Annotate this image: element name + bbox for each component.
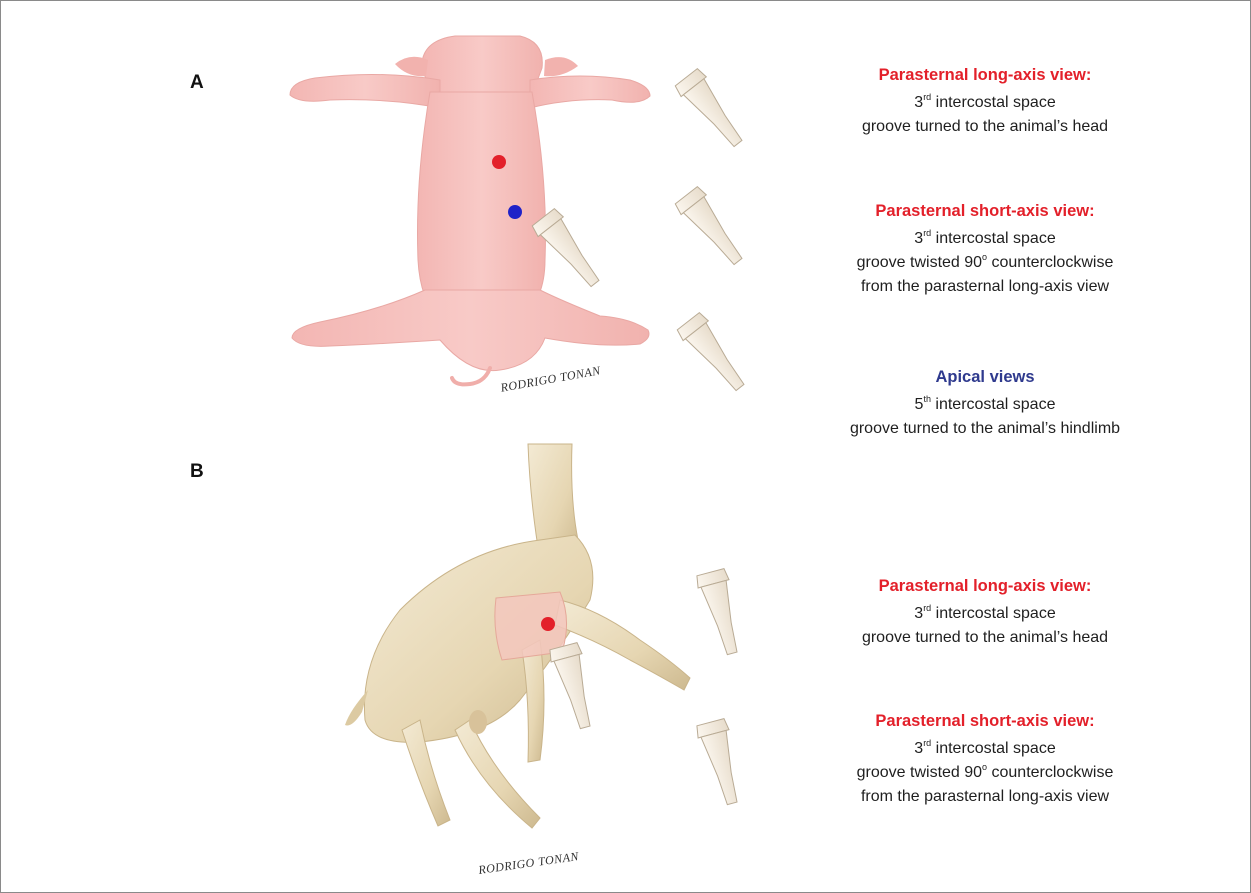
view-line: from the parasternal long-axis view — [795, 275, 1175, 299]
view-title: Parasternal long-axis view: — [795, 574, 1175, 598]
view-line: 3rd intercostal space — [795, 602, 1175, 626]
view-line: groove twisted 90o counterclockwise — [795, 251, 1175, 275]
goat-illustration — [345, 444, 690, 828]
probe-short-axis-b — [695, 718, 748, 807]
view-line: 3rd intercostal space — [795, 737, 1175, 761]
view-block-b-long-axis: Parasternal long-axis view: 3rd intercos… — [795, 574, 1175, 650]
view-title: Parasternal short-axis view: — [795, 199, 1175, 223]
probe-window-b — [548, 642, 601, 731]
view-block-a-short-axis: Parasternal short-axis view: 3rd interco… — [795, 199, 1175, 299]
probe-long-axis-a — [674, 67, 751, 153]
red-marker-pig — [492, 155, 506, 169]
view-line: 3rd intercostal space — [795, 91, 1175, 115]
probe-apical-side-a — [676, 311, 753, 397]
pig-illustration — [290, 36, 650, 384]
view-line: 5th intercostal space — [795, 393, 1175, 417]
probe-short-axis-a — [674, 185, 751, 271]
view-block-a-apical: Apical views 5th intercostal space groov… — [795, 365, 1175, 441]
view-line: groove turned to the animal’s head — [795, 626, 1175, 650]
view-title: Parasternal long-axis view: — [795, 63, 1175, 87]
view-line: from the parasternal long-axis view — [795, 785, 1175, 809]
view-block-a-long-axis: Parasternal long-axis view: 3rd intercos… — [795, 63, 1175, 139]
view-line: 3rd intercostal space — [795, 227, 1175, 251]
view-block-b-short-axis: Parasternal short-axis view: 3rd interco… — [795, 709, 1175, 809]
view-line: groove turned to the animal’s head — [795, 115, 1175, 139]
view-title: Parasternal short-axis view: — [795, 709, 1175, 733]
view-title: Apical views — [795, 365, 1175, 389]
view-line: groove turned to the animal’s hindlimb — [795, 417, 1175, 441]
probe-long-axis-b — [695, 568, 748, 657]
blue-marker-pig — [508, 205, 522, 219]
red-marker-goat — [541, 617, 555, 631]
view-line: groove twisted 90o counterclockwise — [795, 761, 1175, 785]
